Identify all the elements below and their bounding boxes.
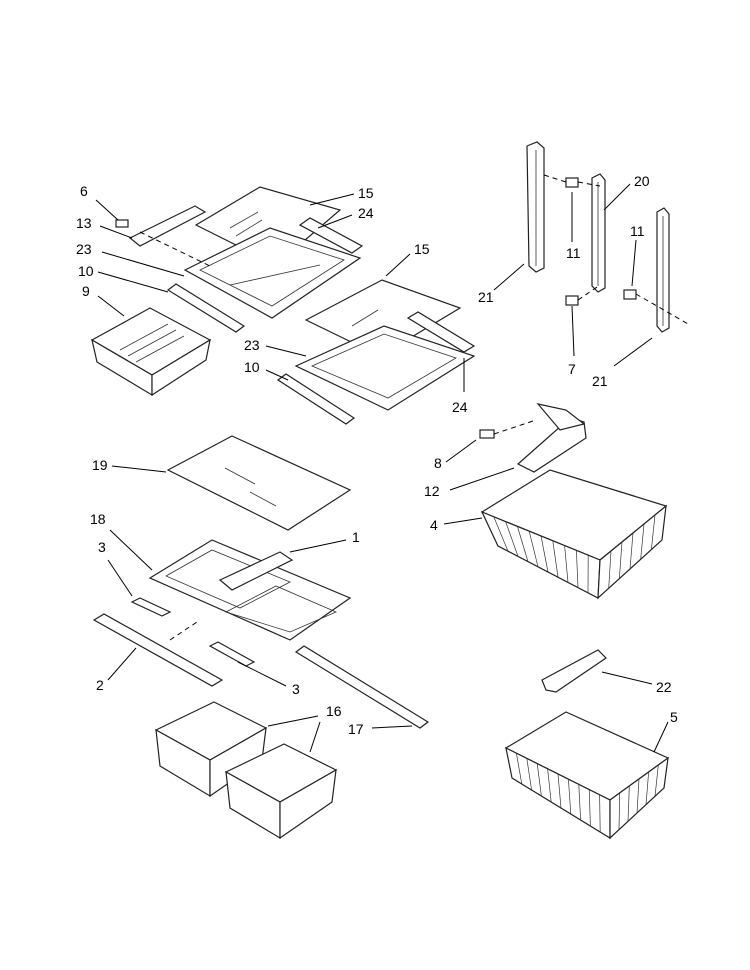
callout-3: 3 (98, 539, 106, 555)
callout-1: 1 (352, 529, 360, 545)
slide-rail-13 (128, 205, 207, 247)
callout-19: 19 (92, 457, 108, 473)
rod-17 (294, 645, 430, 729)
callout-11: 11 (630, 223, 645, 239)
callout-7: 7 (568, 361, 576, 377)
shelf-ladders (526, 141, 689, 333)
callout-20: 20 (634, 173, 650, 189)
ladder-21a (526, 141, 545, 273)
callout-17: 17 (348, 721, 364, 737)
basket-5-wire (568, 779, 572, 815)
trim-10b (276, 373, 356, 425)
trim-10a (166, 283, 246, 333)
callout-11: 11 (566, 245, 581, 261)
basket-5-wire (645, 771, 650, 805)
upper-shelf-assembly-1 (115, 186, 364, 333)
shelf-frame-23a (183, 227, 362, 319)
ladder-20 (591, 173, 606, 293)
basket-4-wire (640, 523, 645, 560)
callout-12: 12 (424, 483, 440, 499)
basket-5-wire (654, 764, 659, 797)
divider-22 (541, 649, 607, 693)
basket-5-wire (599, 794, 601, 833)
basket-4-wire (517, 526, 529, 562)
crisper-cover-glass-19 (166, 435, 352, 531)
leader-lines (95, 183, 669, 753)
basket-5-assembly (504, 649, 670, 840)
basket-4-wire (528, 531, 539, 567)
basket-5-wire (588, 789, 591, 827)
basket-5-wire (547, 768, 552, 803)
shelf-frame-23b (294, 325, 476, 411)
callout-10: 10 (244, 359, 260, 375)
screw-7 (565, 295, 579, 306)
basket-5-wire (536, 763, 542, 797)
callout-23: 23 (76, 241, 92, 257)
basket-5-wire (627, 785, 630, 822)
basket-4-wire (564, 545, 569, 583)
basket-5-wire (618, 792, 621, 830)
basket-4-wire (650, 514, 656, 550)
upper-shelf-assembly-2 (276, 279, 476, 425)
basket-5-wire (526, 758, 532, 791)
callout-13: 13 (76, 215, 92, 231)
basket-4-wire (505, 521, 519, 557)
basket-5-wire (636, 778, 640, 814)
screw-6 (115, 219, 129, 228)
channel-1 (218, 551, 294, 591)
callout-9: 9 (82, 283, 90, 299)
basket-4-wire (608, 550, 612, 589)
basket-4-wire (552, 540, 559, 578)
callout-18: 18 (90, 511, 106, 527)
callout-8: 8 (434, 455, 442, 471)
screw-11a (565, 177, 579, 188)
basket-4-wire (618, 541, 623, 579)
trim-24b (406, 311, 476, 353)
slide-3b (208, 641, 256, 667)
callout-21: 21 (592, 373, 608, 389)
callout-4: 4 (430, 517, 438, 533)
screw-11b (623, 289, 637, 300)
drawer-9 (90, 307, 212, 397)
basket-4-assembly (479, 403, 668, 600)
callout-23: 23 (244, 337, 260, 353)
callout-2: 2 (96, 677, 104, 693)
callout-21: 21 (478, 289, 494, 305)
crisper-assembly (92, 435, 430, 840)
callout-15: 15 (358, 185, 374, 201)
callout-22: 22 (656, 679, 672, 695)
callout-10: 10 (78, 263, 94, 279)
slide-3a (130, 597, 172, 617)
basket-4-wire (540, 535, 549, 573)
basket-4-wire (576, 550, 579, 588)
callout-16: 16 (326, 703, 342, 719)
callout-24: 24 (358, 205, 374, 221)
callout-24: 24 (452, 399, 468, 415)
basket-5-wire (557, 773, 562, 809)
basket-4-wire (629, 532, 634, 570)
callout-15: 15 (414, 241, 430, 257)
crisper-frame-18 (148, 539, 352, 641)
basket-5-wire (516, 753, 523, 785)
trim-24a (298, 217, 364, 254)
basket-4-wire (493, 516, 509, 552)
rail-2 (92, 613, 224, 687)
callout-5: 5 (670, 709, 678, 725)
basket-5-wire (578, 784, 581, 821)
callout-3: 3 (292, 681, 300, 697)
screw-8 (479, 429, 495, 439)
callout-6: 6 (80, 183, 88, 199)
callouts: 6 13 23 10 9 15 24 15 23 10 24 20 11 11 … (76, 173, 678, 737)
